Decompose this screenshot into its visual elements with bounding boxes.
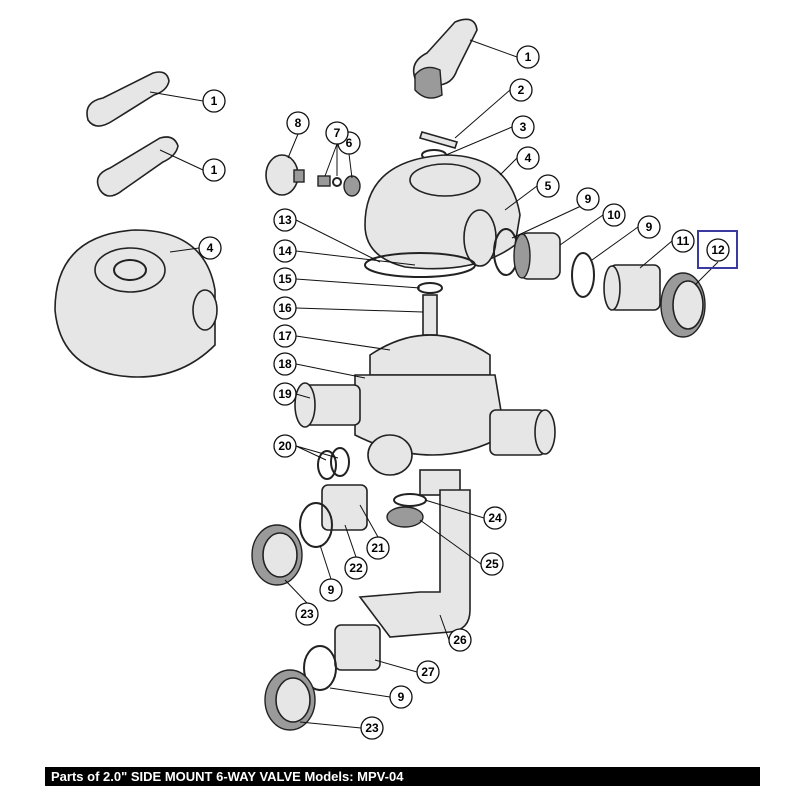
valve-cover-left [54, 229, 218, 378]
fittings-27 [303, 624, 381, 691]
callout-label: 1 [211, 163, 218, 177]
callout-1-top[interactable]: 1 [516, 45, 540, 69]
callout-label: 23 [365, 721, 379, 735]
callout-label: 7 [334, 126, 341, 140]
callout-label: 1 [525, 50, 532, 64]
callout-label: 24 [488, 511, 502, 525]
callout-label: 15 [278, 272, 292, 286]
callout-label: 12 [711, 243, 725, 257]
callout-9-b[interactable]: 9 [637, 215, 661, 239]
callout-16[interactable]: 16 [273, 296, 297, 320]
o-ring-9b [571, 252, 595, 298]
callout-label: 11 [677, 234, 690, 248]
callout-11[interactable]: 11 [671, 229, 695, 253]
callout-14[interactable]: 14 [273, 239, 297, 263]
callout-label: 2 [518, 83, 525, 97]
callout-label: 18 [278, 357, 292, 371]
knob-8 [265, 154, 305, 196]
callout-label: 8 [295, 116, 302, 130]
callout-label: 13 [278, 213, 292, 227]
callout-9-d[interactable]: 9 [389, 685, 413, 709]
callout-2[interactable]: 2 [509, 78, 533, 102]
callout-25[interactable]: 25 [480, 552, 504, 576]
callout-label: 14 [278, 244, 292, 258]
callout-label: 6 [346, 136, 353, 150]
union-nut-23a [251, 524, 303, 586]
handle-left-1 [86, 71, 170, 127]
callout-15[interactable]: 15 [273, 267, 297, 291]
callout-4-left[interactable]: 4 [198, 236, 222, 260]
callout-label: 9 [398, 690, 405, 704]
callout-13[interactable]: 13 [273, 208, 297, 232]
callout-23-a[interactable]: 23 [295, 602, 319, 626]
callout-label: 9 [585, 192, 592, 206]
callout-label: 9 [646, 220, 653, 234]
callout-17[interactable]: 17 [273, 324, 297, 348]
callout-label: 26 [453, 633, 467, 647]
highlight-box-12 [697, 230, 738, 269]
callout-label: 4 [525, 151, 532, 165]
callout-label: 5 [545, 179, 552, 193]
callout-label: 23 [300, 607, 314, 621]
callout-9-c[interactable]: 9 [319, 578, 343, 602]
callout-5[interactable]: 5 [536, 174, 560, 198]
callout-label: 4 [207, 241, 214, 255]
callout-label: 10 [607, 208, 621, 222]
diagram-caption: Parts of 2.0" SIDE MOUNT 6-WAY VALVE Mod… [45, 767, 760, 786]
parts-24-25 [386, 493, 427, 528]
screw-7 [317, 175, 342, 187]
rotor-17 [369, 334, 491, 376]
callout-3[interactable]: 3 [511, 115, 535, 139]
callout-24[interactable]: 24 [483, 506, 507, 530]
callout-label: 3 [520, 120, 527, 134]
callout-7[interactable]: 7 [325, 121, 349, 145]
callout-label: 20 [278, 439, 292, 453]
callout-26[interactable]: 26 [448, 628, 472, 652]
handle-left-2 [96, 136, 179, 197]
callout-label: 1 [211, 94, 218, 108]
callout-8[interactable]: 8 [286, 111, 310, 135]
callout-21[interactable]: 21 [366, 536, 390, 560]
handle-top [412, 18, 478, 99]
callout-label: 27 [421, 665, 435, 679]
callout-1-left-a[interactable]: 1 [202, 89, 226, 113]
callout-4-top[interactable]: 4 [516, 146, 540, 170]
callout-label: 19 [278, 387, 292, 401]
callout-12[interactable]: 12 [706, 238, 730, 262]
pin [418, 131, 459, 149]
callout-label: 21 [371, 541, 385, 555]
stem-16 [422, 294, 438, 336]
union-10 [513, 232, 561, 280]
callout-20[interactable]: 20 [273, 434, 297, 458]
fittings-20-22 [299, 447, 368, 548]
callout-18[interactable]: 18 [273, 352, 297, 376]
callout-19[interactable]: 19 [273, 382, 297, 406]
callout-27[interactable]: 27 [416, 660, 440, 684]
union-nut-23b [264, 669, 316, 731]
callout-label: 16 [278, 301, 292, 315]
callout-label: 22 [349, 561, 363, 575]
leader-lines [149, 39, 719, 729]
callout-23-b[interactable]: 23 [360, 716, 384, 740]
callout-label: 17 [278, 329, 292, 343]
spring-6 [343, 175, 361, 197]
callout-1-left-b[interactable]: 1 [202, 158, 226, 182]
callout-9-a[interactable]: 9 [576, 187, 600, 211]
union-nut-12 [660, 272, 706, 338]
callout-label: 9 [328, 583, 335, 597]
callout-10[interactable]: 10 [602, 203, 626, 227]
callout-label: 25 [485, 557, 499, 571]
valve-body [294, 374, 556, 496]
tailpiece-11 [603, 264, 661, 311]
valve-cover-top [364, 154, 521, 270]
callout-22[interactable]: 22 [344, 556, 368, 580]
